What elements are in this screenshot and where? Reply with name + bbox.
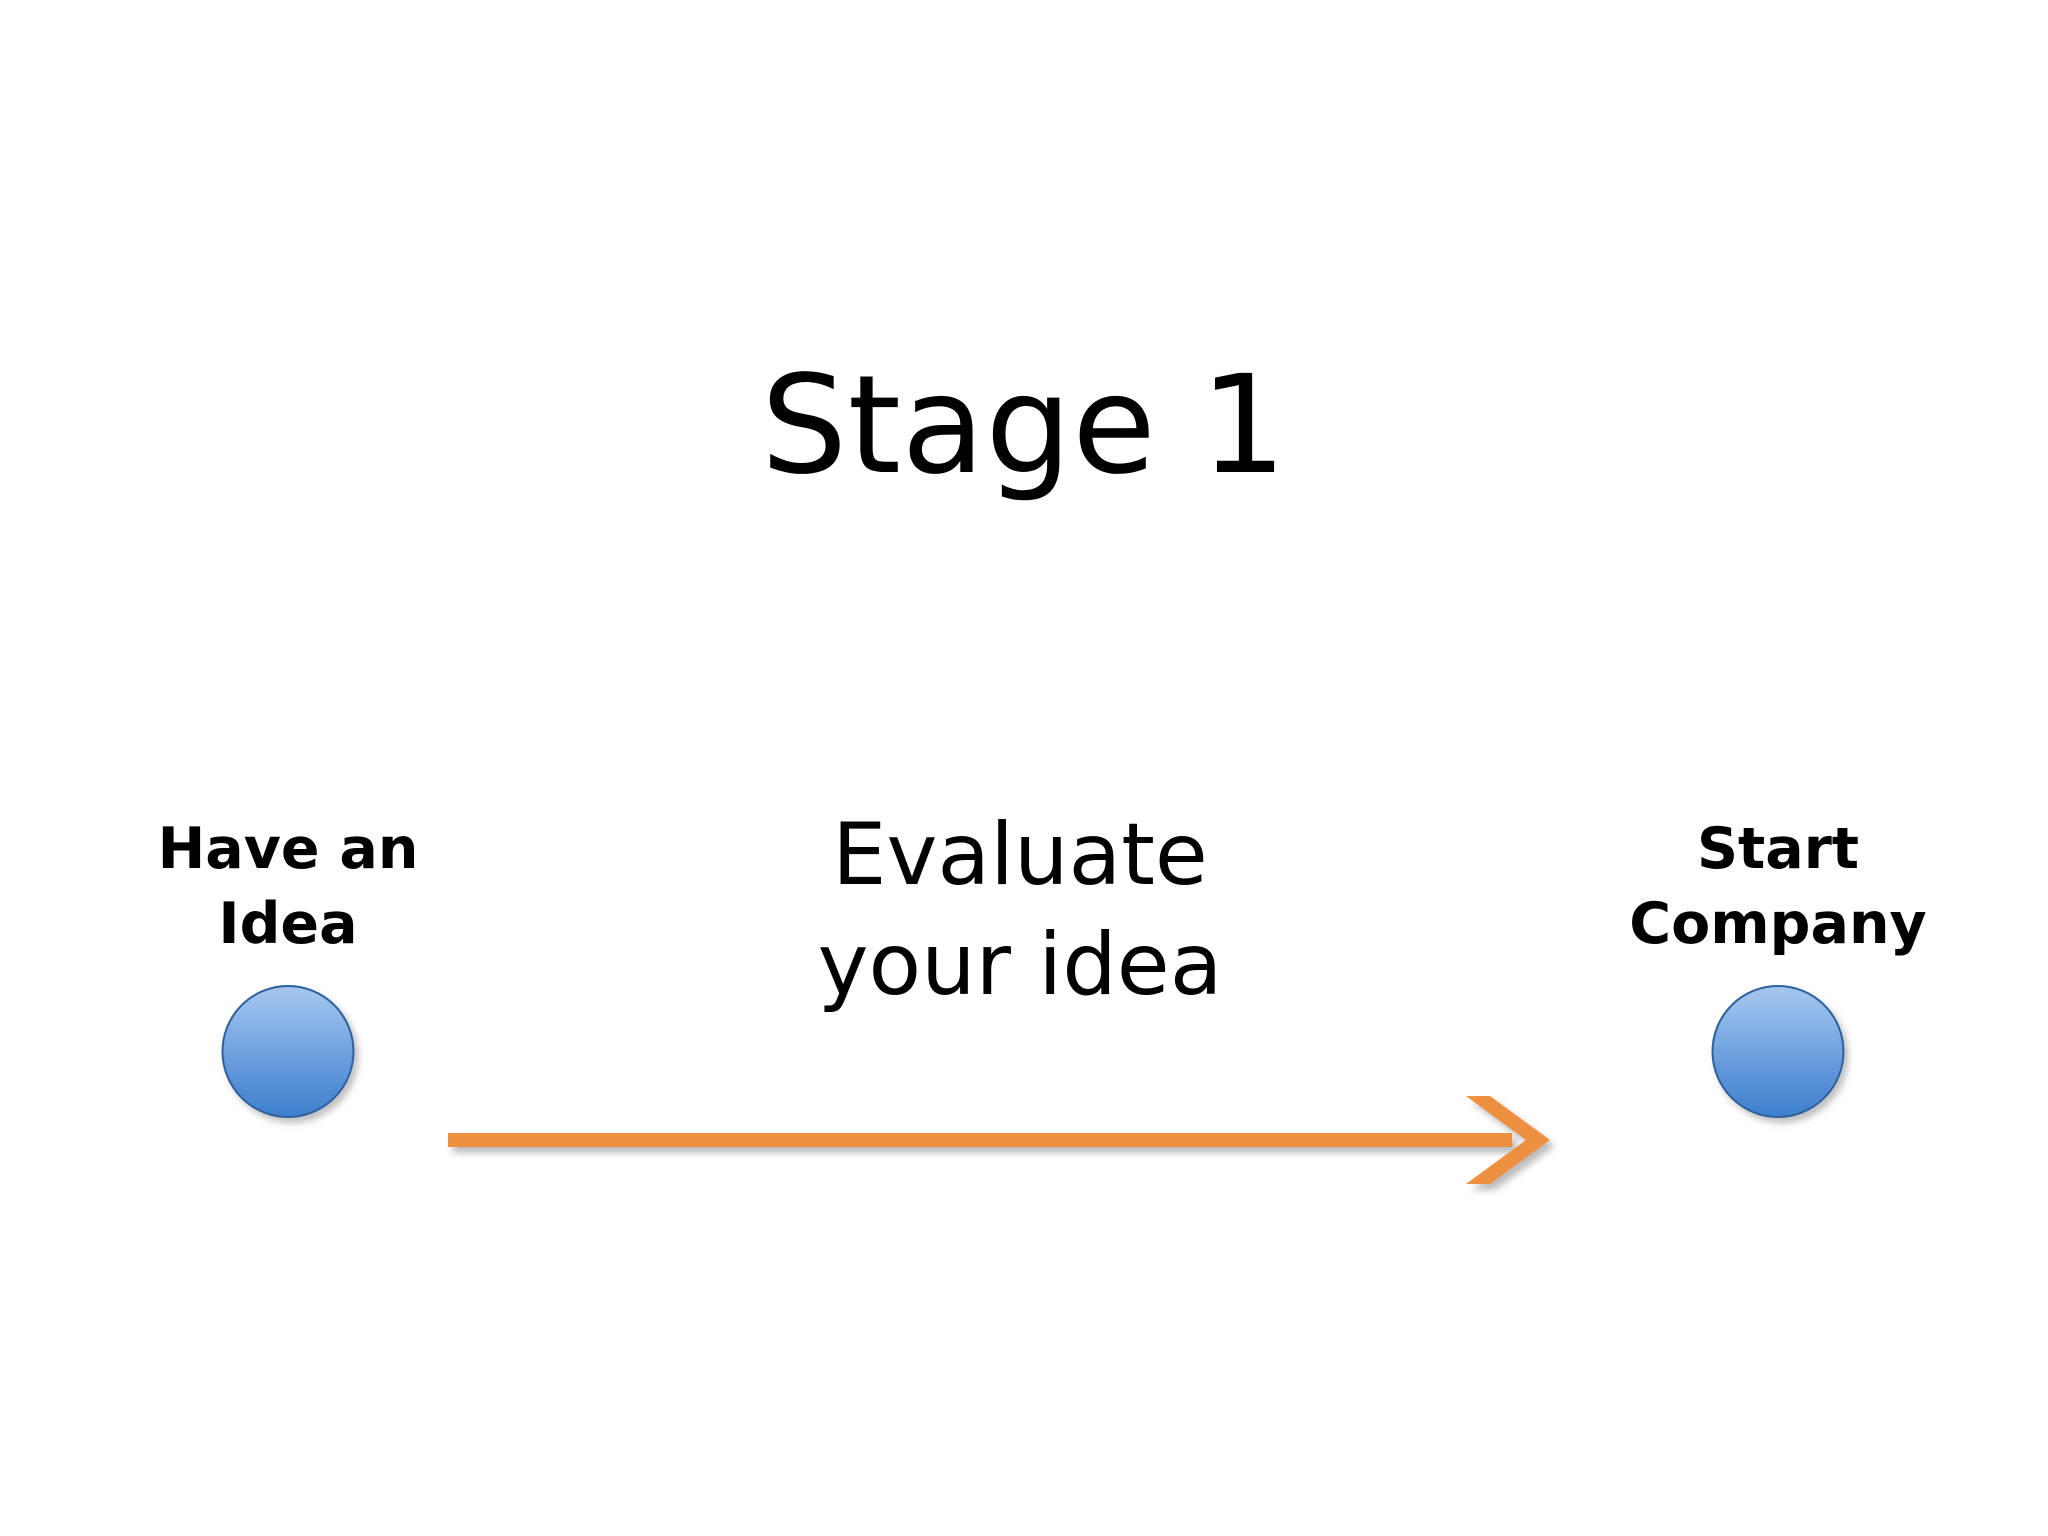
- node-start-company[interactable]: Start Company: [1608, 812, 1948, 1145]
- node-have-an-idea-label: Have an Idea: [157, 816, 419, 957]
- circle-icon[interactable]: [1711, 985, 1845, 1119]
- node-start-company-label: Start Company: [1629, 816, 1927, 957]
- arrow-right-icon: [448, 1096, 1550, 1184]
- connector-label: Evaluate your idea: [817, 805, 1223, 1016]
- page-title: Stage 1: [760, 347, 1288, 505]
- node-start-company-shape-wrap: [1608, 985, 1948, 1145]
- node-have-an-idea-shape-wrap: [118, 985, 458, 1145]
- circle-icon[interactable]: [221, 985, 355, 1119]
- node-have-an-idea[interactable]: Have an Idea: [118, 812, 458, 1145]
